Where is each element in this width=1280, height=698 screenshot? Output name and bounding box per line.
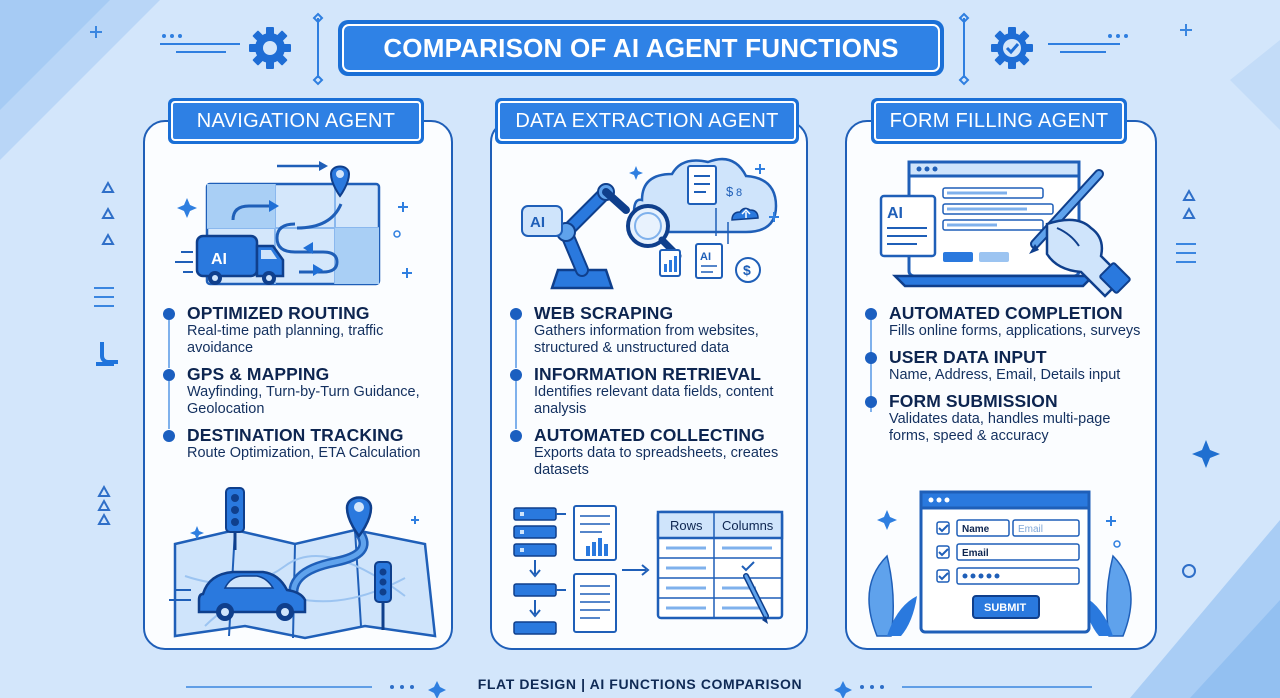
feature-heading: DESTINATION TRACKING (187, 425, 404, 445)
card-title-text: DATA EXTRACTION AGENT (515, 109, 779, 132)
feature-information-retrieval: INFORMATION RETRIEVAL Identifies relevan… (510, 364, 792, 429)
feature-heading: WEB SCRAPING (534, 303, 674, 323)
footer: FLAT DESIGN | AI FUNCTIONS COMPARISON (0, 676, 1280, 694)
feature-description: Identifies relevant data fields, content… (534, 384, 774, 417)
svg-text:$: $ (726, 184, 734, 199)
card-title-text: FORM FILLING AGENT (889, 109, 1109, 132)
feature-heading: OPTIMIZED ROUTING (187, 303, 370, 323)
form-email-placeholder: Email (1018, 524, 1043, 535)
form-filling-illustration: AI (879, 160, 1131, 298)
navigation-feature-list: OPTIMIZED ROUTING Real-time path plannin… (163, 304, 437, 470)
table-header-columns: Columns (722, 518, 774, 533)
feature-description: Wayfinding, Turn-by-Turn Guidance, Geolo… (187, 384, 420, 417)
svg-text:8: 8 (736, 187, 742, 199)
feature-destination-tracking: DESTINATION TRACKING Route Optimization,… (163, 426, 437, 462)
feature-description: Real-time path planning, traffic avoidan… (187, 323, 384, 356)
feature-description: Validates data, handles multi-page forms… (889, 411, 1111, 444)
form-filling-feature-list: AUTOMATED COMPLETION Fills online forms,… (865, 304, 1141, 453)
feature-heading: INFORMATION RETRIEVAL (534, 364, 761, 384)
form-filling-agent-card: AI AUTOMATED COMPLETION Fills online for… (845, 120, 1157, 650)
card-title-text: NAVIGATION AGENT (196, 109, 396, 132)
page-title: COMPARISON OF AI AGENT FUNCTIONS (383, 32, 899, 63)
arm-ai-label: AI (530, 214, 545, 231)
data-extraction-agent-card: $ 8 AI AI $ WEB SCRAPING Gathers infor (490, 120, 808, 650)
gear-check-icon (991, 27, 1033, 69)
spreadsheet-illustration: Rows Columns (513, 505, 784, 635)
feature-heading: FORM SUBMISSION (889, 391, 1058, 411)
feature-optimized-routing: OPTIMIZED ROUTING Real-time path plannin… (163, 303, 437, 368)
feature-automated-collecting: AUTOMATED COLLECTING Exports data to spr… (510, 426, 792, 479)
feature-automated-completion: AUTOMATED COMPLETION Fills online forms,… (865, 303, 1141, 368)
footer-caption: FLAT DESIGN | AI FUNCTIONS COMPARISON (477, 676, 803, 692)
feature-form-submission: FORM SUBMISSION Validates data, handles … (865, 392, 1141, 445)
feature-user-data-input: USER DATA INPUT Name, Address, Email, De… (865, 347, 1141, 412)
feature-heading: GPS & MAPPING (187, 364, 330, 384)
form-doc-ai-label: AI (887, 205, 903, 222)
form-email-label: Email (962, 548, 989, 559)
feature-description: Gathers information from websites, struc… (534, 323, 759, 356)
feature-web-scraping: WEB SCRAPING Gathers information from we… (510, 303, 792, 368)
van-ai-label: AI (211, 251, 227, 268)
data-extraction-agent-title: DATA EXTRACTION AGENT (495, 98, 799, 144)
doc-ai-label: AI (700, 251, 711, 263)
feature-gps-mapping: GPS & MAPPING Wayfinding, Turn-by-Turn G… (163, 364, 437, 429)
feature-description: Name, Address, Email, Details input (889, 367, 1121, 383)
navigation-illustration: AI (175, 161, 412, 286)
submit-button-label: SUBMIT (984, 602, 1026, 614)
currency-symbol: $ (743, 262, 751, 278)
feature-description: Exports data to spreadsheets, creates da… (534, 445, 779, 478)
gear-icon (249, 27, 291, 69)
feature-description: Fills online forms, applications, survey… (889, 323, 1141, 339)
navigation-agent-card: AI OPTIMIZED ROUTING Real-time path plan… (143, 120, 453, 650)
map-car-illustration (169, 487, 437, 640)
page-title-banner: COMPARISON OF AI AGENT FUNCTIONS (338, 20, 944, 76)
feature-description: Route Optimization, ETA Calculation (187, 445, 421, 461)
feature-heading: AUTOMATED COLLECTING (534, 425, 765, 445)
submit-form-illustration: Name Email Email SUBMIT (868, 490, 1132, 637)
navigation-agent-title: NAVIGATION AGENT (168, 98, 424, 144)
data-extraction-feature-list: WEB SCRAPING Gathers information from we… (510, 304, 792, 487)
feature-heading: AUTOMATED COMPLETION (889, 303, 1123, 323)
form-filling-agent-title: FORM FILLING AGENT (871, 98, 1127, 144)
data-extraction-illustration: $ 8 AI AI $ (521, 157, 779, 290)
form-name-label: Name (962, 524, 990, 535)
table-header-rows: Rows (670, 518, 703, 533)
feature-heading: USER DATA INPUT (889, 347, 1047, 367)
